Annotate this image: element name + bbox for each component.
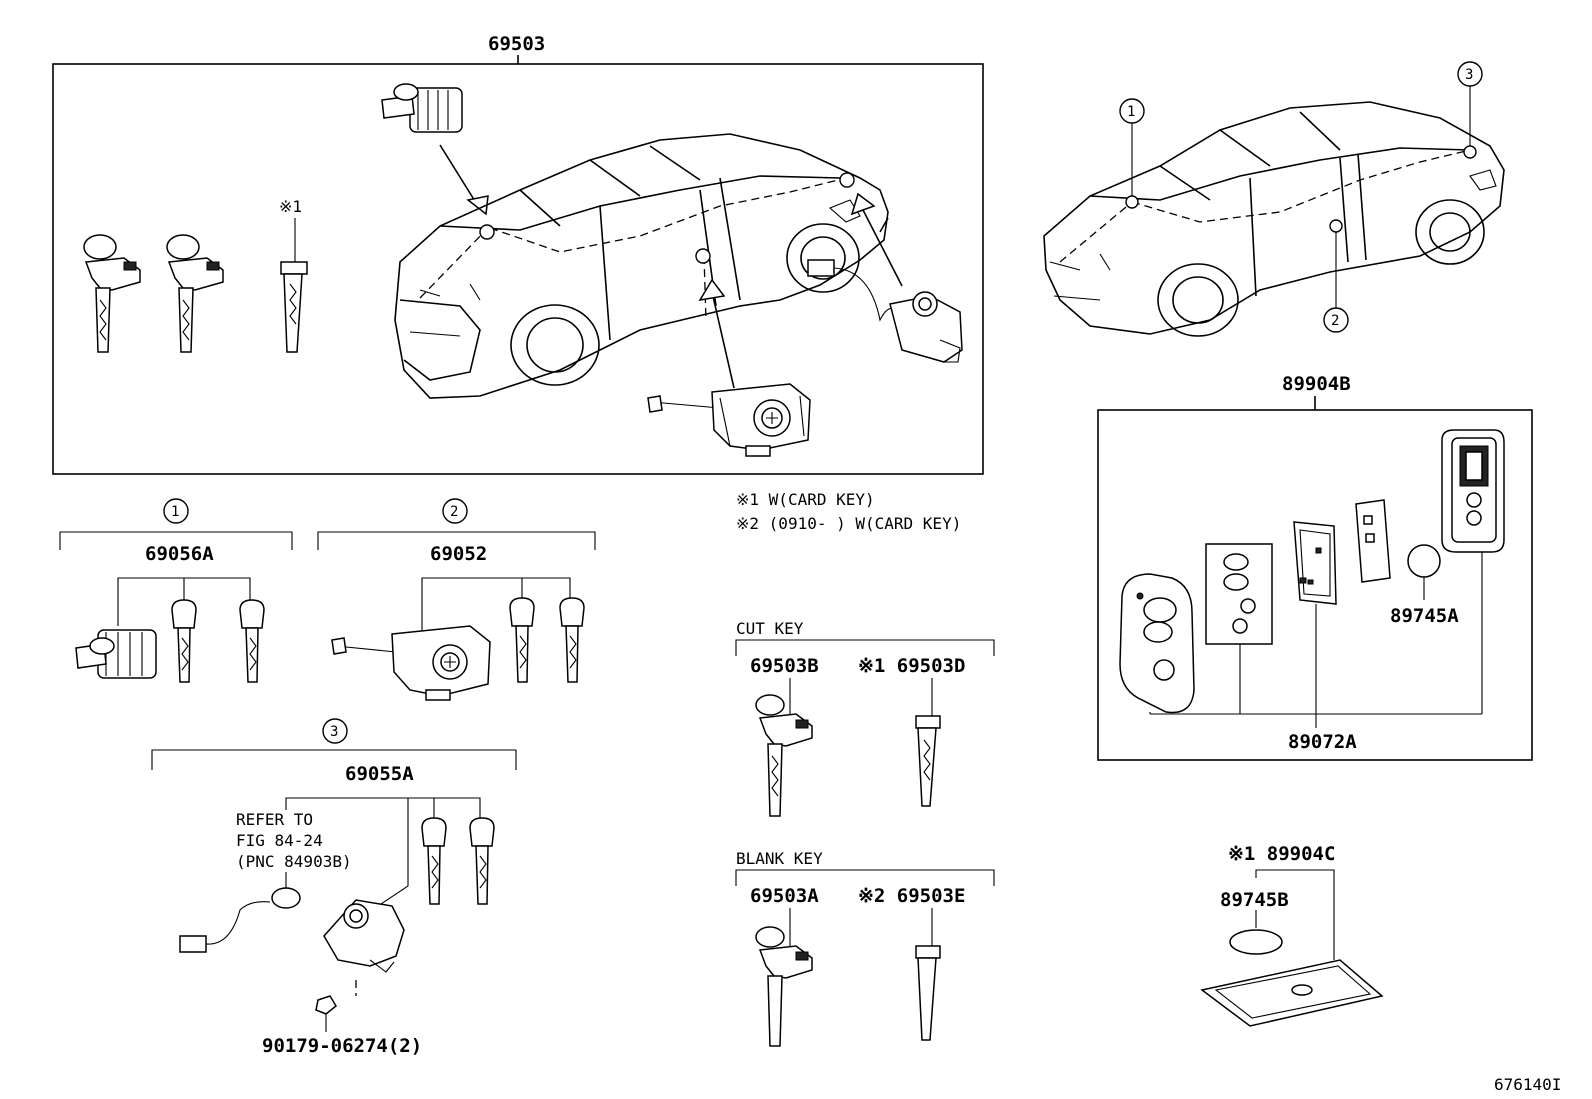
- key-69052-1: [509, 597, 535, 683]
- fob-circuit-board: [1293, 521, 1337, 605]
- key-69503E: [915, 945, 941, 1041]
- fob-cover: [1355, 499, 1391, 583]
- label-69503: 69503: [488, 33, 545, 55]
- callout-2-car: 2: [1331, 313, 1339, 329]
- callout-3-set: 3: [330, 724, 338, 740]
- hood-lock-point: [479, 224, 495, 240]
- key-69052-2: [559, 597, 585, 683]
- label-69056A: 69056A: [145, 543, 214, 565]
- note-card-key-1: ※1 W(CARD KEY): [736, 490, 875, 509]
- switch-assembly: [179, 887, 301, 953]
- refer-line-2: FIG 84-24: [236, 831, 323, 850]
- key-69503D: [915, 715, 941, 807]
- figure-id: 676140I: [1494, 1075, 1561, 1094]
- master-key-left: [83, 234, 141, 353]
- label-69503B: 69503B: [750, 655, 819, 677]
- set-3-group: 3 69055A REFER TO FIG 84-24 (PNC 84903B)…: [151, 718, 517, 1057]
- label-69052: 69052: [430, 543, 487, 565]
- fob-button-pad: [1205, 543, 1273, 645]
- callout-3-car: 3: [1465, 67, 1473, 83]
- set-1-group: 1 69056A: [59, 498, 293, 683]
- key-69055A-1: [421, 817, 447, 905]
- lock-cylinder-69056A: [75, 629, 157, 679]
- label-89745B: 89745B: [1220, 889, 1289, 911]
- main-assembly-group: 69503 ※1: [52, 33, 984, 475]
- key-69056A-2: [239, 599, 265, 683]
- label-89072A: 89072A: [1288, 731, 1357, 753]
- refer-line-3: (PNC 84903B): [236, 852, 352, 871]
- label-cut-key: CUT KEY: [736, 619, 804, 638]
- card-key-blade: ※1: [279, 197, 308, 353]
- card-key-89904C-group: ※1 89904C 89745B: [1200, 843, 1384, 1027]
- master-key-middle: [166, 234, 224, 353]
- callout-2-set: 2: [450, 504, 458, 520]
- door-lock-point: [695, 248, 711, 264]
- key-69055A-2: [469, 817, 495, 905]
- trunk-lock-point: [839, 172, 855, 188]
- label-89904B: 89904B: [1282, 373, 1351, 395]
- note-card-key-2: ※2 (0910- ) W(CARD KEY): [736, 514, 961, 533]
- card-key-housing: [1441, 429, 1505, 553]
- callout-1-set: 1: [171, 504, 179, 520]
- refer-line-1: REFER TO: [236, 810, 313, 829]
- label-90179: 90179-06274(2): [262, 1035, 422, 1057]
- trunk-cylinder-69055A: [323, 899, 405, 973]
- blank-key-group: BLANK KEY 69503A ※2 69503E: [735, 849, 995, 1047]
- main-assembly-box: [52, 63, 984, 475]
- remote-assembly-box: [1097, 409, 1533, 761]
- fob-case: [1119, 573, 1195, 714]
- label-blank-key: BLANK KEY: [736, 849, 823, 868]
- label-69503D: ※1 69503D: [858, 655, 965, 677]
- label-89904C: ※1 89904C: [1228, 843, 1335, 865]
- door-lock-assembly: [647, 383, 811, 457]
- key-69503A: [755, 926, 813, 1047]
- cut-key-group: CUT KEY 69503B ※1 69503D: [735, 619, 995, 817]
- door-lock-69052: [331, 625, 491, 701]
- card-key-89904C: [1200, 959, 1384, 1027]
- key-69056A-1: [171, 599, 197, 683]
- battery-89745A: [1407, 544, 1441, 578]
- door-lock-cylinder: [381, 83, 463, 133]
- callout-1-car: 1: [1127, 104, 1135, 120]
- label-69055A: 69055A: [345, 763, 414, 785]
- remote-assembly-group: 89904B: [1097, 373, 1533, 761]
- car-outline: [394, 133, 889, 399]
- battery-89745B: [1229, 929, 1283, 955]
- label-89745A: 89745A: [1390, 605, 1459, 627]
- label-69503A: 69503A: [750, 885, 819, 907]
- set-2-group: 2 69052: [317, 498, 596, 701]
- label-69503E: ※2 69503E: [858, 885, 965, 907]
- screw-90179: [315, 995, 337, 1015]
- key-69503B: [755, 694, 813, 817]
- right-car-group: 1 3 2: [1043, 61, 1505, 337]
- trunk-lock-assembly: [807, 259, 963, 363]
- mark-note-1: ※1: [279, 197, 302, 216]
